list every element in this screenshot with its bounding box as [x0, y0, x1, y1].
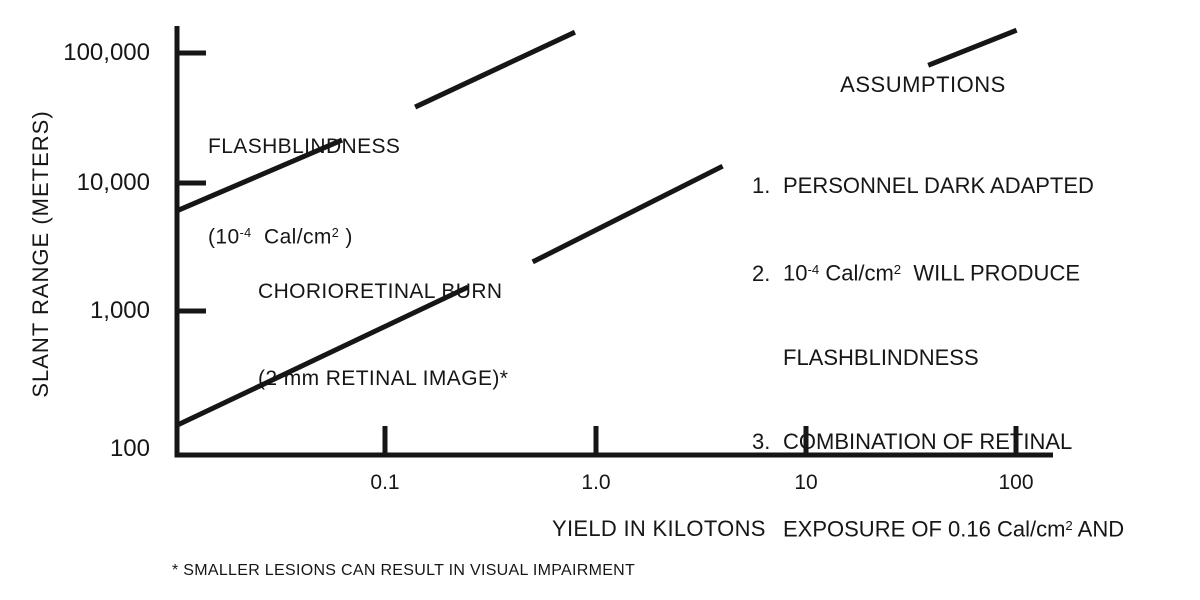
y-tick-label-10,000: 10,000 [76, 169, 150, 196]
assumption-item-1: 1.PERSONNEL DARK ADAPTED [752, 173, 1094, 198]
y-tick-label-1,000: 1,000 [89, 297, 150, 324]
assumption-item-3-cont: EXPOSURE OF 0.16 Cal/cm2 AND [783, 516, 1125, 542]
assumptions-heading: ASSUMPTIONS [840, 72, 1006, 97]
burn-label-line1: CHORIORETINAL BURN [258, 280, 503, 303]
y-tick-label-100: 100 [109, 435, 150, 462]
assumption-item-3: 3.COMBINATION OF RETINAL [752, 428, 1073, 454]
x-tick-label-10: 10 [794, 471, 818, 494]
assumptions-list: 1.PERSONNEL DARK ADAPTED 2.10-4 Cal/cm2 … [752, 116, 1153, 600]
flashblindness-line-segment-1 [177, 137, 344, 213]
superscript-minus4: -4 [807, 262, 820, 277]
superscript-minus4: -4 [239, 226, 252, 240]
chorioretinal-burn-line-label: CHORIORETINAL BURN (2 mm RETINAL IMAGE)* [258, 219, 508, 451]
assumption-3-number: 3. [752, 428, 771, 454]
x-tick-label-100: 100 [998, 471, 1034, 494]
assumption-item-2: 2.10-4 Cal/cm2 WILL PRODUCE [752, 260, 1081, 286]
burn-label-line2: (2 mm RETINAL IMAGE)* [258, 367, 509, 390]
flashblindness-line-label: FLASHBLINDNESS (10-4 Cal/cm2 ) [208, 74, 400, 309]
chorioretinal-burn-line-segment-2 [531, 163, 724, 265]
flashblindness-line-segment-2 [414, 29, 576, 110]
superscript-2: 2 [1065, 517, 1073, 533]
flashblindness-label-line2: (10-4 Cal/cm2 ) [208, 225, 353, 249]
y-axis-title: SLANT RANGE (METERS) [28, 110, 53, 398]
superscript-2: 2 [893, 262, 902, 277]
assumption-1-number: 1. [752, 173, 771, 198]
detached-line-fragment [927, 27, 1018, 68]
y-tick-label-100,000: 100,000 [63, 39, 150, 66]
footnote: * SMALLER LESIONS CAN RESULT IN VISUAL I… [172, 562, 636, 579]
x-axis-title: YIELD IN KILOTONS [552, 516, 766, 541]
assumption-2-number: 2. [752, 260, 771, 286]
assumption-item-2-cont: FLASHBLINDNESS [783, 344, 979, 370]
flashblindness-label-line1: FLASHBLINDNESS [208, 135, 401, 158]
superscript-2: 2 [331, 226, 340, 240]
chorioretinal-burn-line-segment-1 [176, 284, 469, 428]
x-tick-label-1.0: 1.0 [581, 471, 611, 494]
x-tick-label-0.1: 0.1 [370, 471, 400, 494]
